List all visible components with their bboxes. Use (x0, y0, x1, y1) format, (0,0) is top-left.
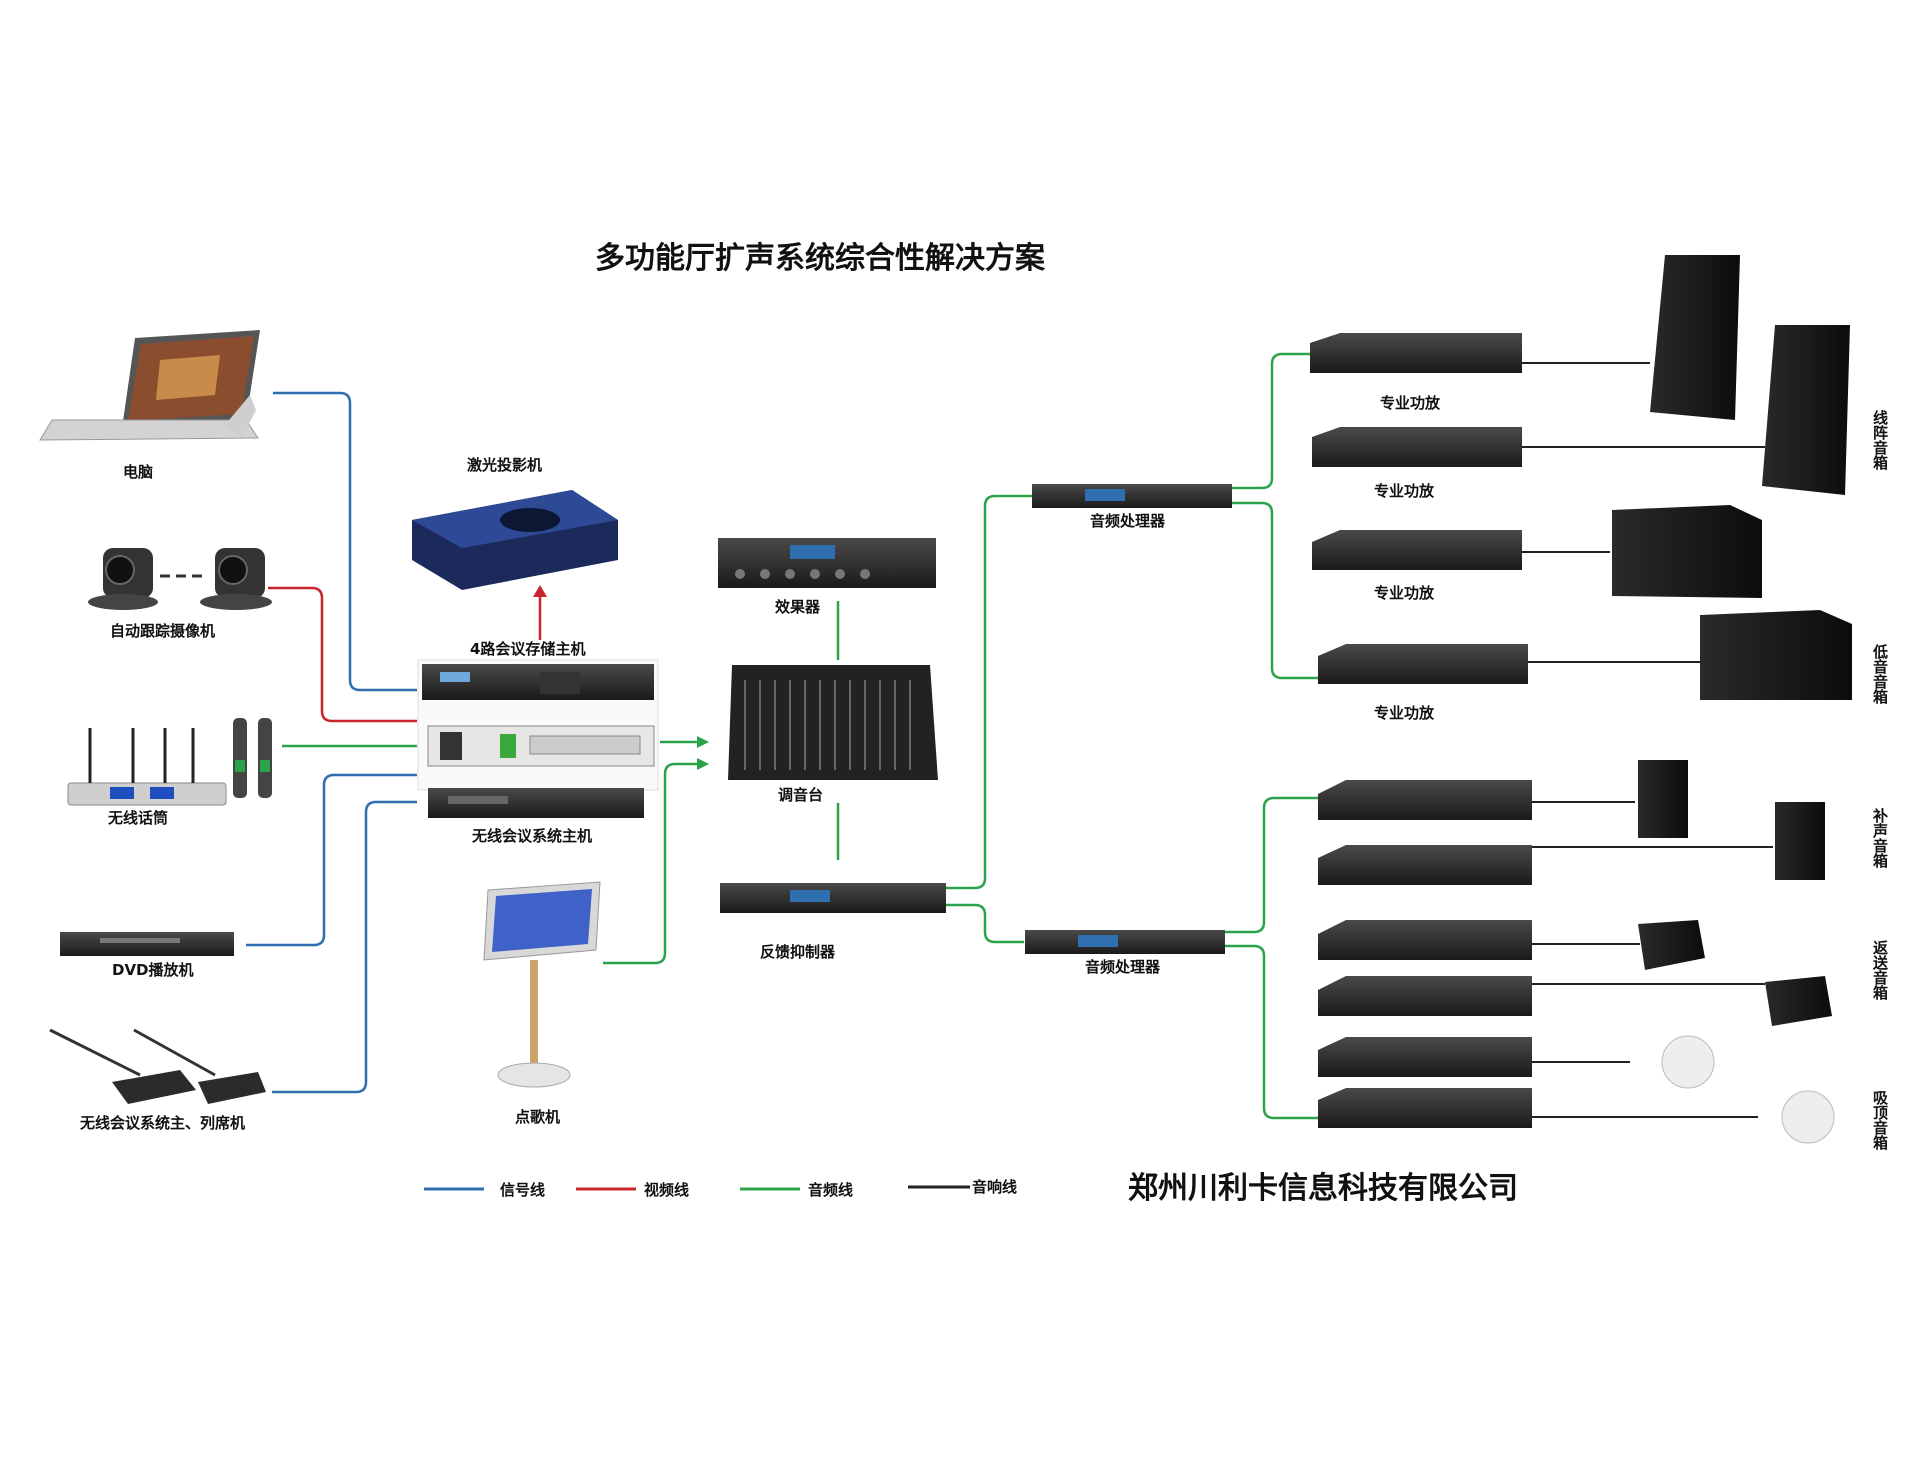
effects-label: 效果器 (775, 598, 821, 616)
amp-3 (1312, 530, 1522, 570)
recorder-rear-icon (427, 725, 655, 767)
signal-lines (246, 352, 1773, 1120)
fill-speakers (1638, 760, 1825, 880)
amp-7 (1318, 920, 1532, 960)
amp-4-label: 专业功放 (1374, 704, 1435, 722)
pc-icon (39, 330, 260, 441)
line-camera-recorder (268, 586, 417, 723)
projector-label: 激光投影机 (467, 456, 542, 474)
arrow-projector (533, 585, 547, 597)
amp-bottom-group (1318, 780, 1532, 1128)
amp-2-label: 专业功放 (1374, 482, 1435, 500)
line-proc-amp1 (1232, 352, 1310, 490)
monitor-label: 返送音箱 (1871, 939, 1889, 1001)
arrow-mixer-1 (697, 736, 709, 748)
subwoofers (1612, 505, 1852, 700)
line-feedback-proc-bottom (945, 903, 1024, 944)
legend-signal-label: 信号线 (500, 1181, 545, 1199)
amp-4 (1318, 644, 1528, 684)
line-proc2-amps-bottom (1225, 944, 1318, 1120)
line-array-label: 线阵音箱 (1871, 409, 1889, 471)
amp-2 (1312, 427, 1522, 467)
line-karaoke-mixer (603, 762, 697, 965)
conf-host-label: 无线会议系统主机 (471, 827, 592, 845)
processor-bottom-label: 音频处理器 (1085, 958, 1161, 976)
amp-5 (1318, 780, 1532, 820)
legend-speaker-label: 音响线 (972, 1178, 1017, 1196)
line-dvd-host (246, 773, 417, 947)
mixer-icon (728, 665, 938, 780)
diagram-title: 多功能厅扩声系统综合性解决方案 (595, 241, 1046, 276)
amp-9 (1318, 1037, 1532, 1077)
effects-icon (718, 538, 936, 588)
conference-units-label: 无线会议系统主、列席机 (79, 1114, 245, 1132)
amp-top-group: 专业功放 专业功放 专业功放 专业功放 (1310, 333, 1528, 722)
conference-units-icon (49, 1028, 266, 1104)
camera-label: 自动跟踪摄像机 (110, 622, 215, 640)
amp-1-label: 专业功放 (1380, 394, 1441, 412)
line-feedback-proc-top (945, 494, 1032, 890)
ceiling-label: 吸顶音箱 (1871, 1090, 1889, 1151)
karaoke-icon (483, 881, 601, 1088)
amp-8 (1318, 976, 1532, 1016)
dvd-label: DVD播放机 (112, 961, 194, 979)
processor-top-icon (1032, 484, 1232, 508)
line-array-speakers (1650, 255, 1850, 495)
karaoke-label: 点歌机 (515, 1108, 560, 1126)
amp-1 (1310, 333, 1522, 373)
recorder-icon (422, 664, 654, 700)
line-pc-recorder (273, 391, 417, 692)
wireless-mic-icon (67, 718, 272, 806)
ceiling-speakers (1661, 1035, 1835, 1144)
feedback-icon (720, 883, 946, 913)
monitor-speakers (1638, 920, 1832, 1026)
amp-10 (1318, 1088, 1532, 1128)
line-proc-amp-bus (1232, 501, 1318, 680)
dvd-icon (60, 932, 234, 956)
line-proc2-amps-top (1225, 796, 1318, 934)
sub-label: 低音音箱 (1871, 643, 1889, 705)
legend-audio-label: 音频线 (808, 1181, 853, 1199)
arrow-mixer-2 (697, 758, 709, 770)
conf-host-icon (428, 788, 644, 818)
processor-top-label: 音频处理器 (1090, 512, 1166, 530)
line-units-host (272, 800, 417, 1094)
mixer-label: 调音台 (778, 786, 823, 804)
legend: 信号线 视频线 音频线 音响线 (424, 1178, 1017, 1199)
company-name: 郑州川利卡信息科技有限公司 (1128, 1171, 1518, 1206)
legend-video-label: 视频线 (644, 1181, 689, 1199)
speaker-lines (1522, 362, 1773, 1118)
projector-icon (412, 490, 618, 590)
fill-label: 补声音箱 (1871, 807, 1889, 869)
camera-icon (88, 548, 272, 610)
feedback-label: 反馈抑制器 (760, 943, 836, 961)
wireless-mic-label: 无线话筒 (107, 809, 168, 827)
pc-label: 电脑 (123, 463, 153, 481)
recorder-label: 4路会议存储主机 (470, 640, 585, 658)
amp-3-label: 专业功放 (1374, 584, 1435, 602)
processor-bottom-icon (1025, 930, 1225, 954)
amp-6 (1318, 845, 1532, 885)
